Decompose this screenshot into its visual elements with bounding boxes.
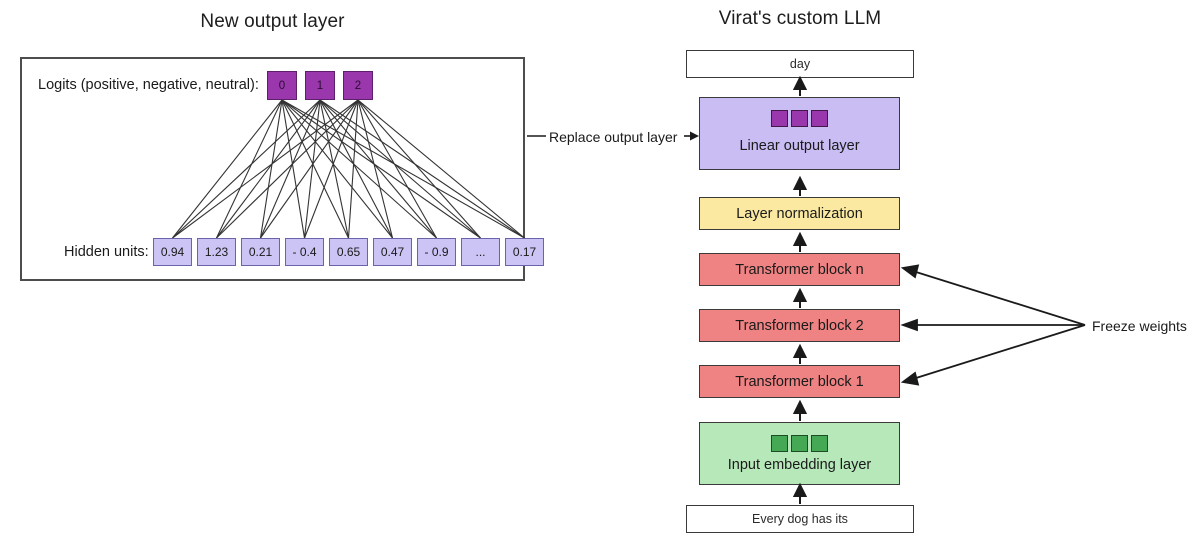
layer-normalization-block[interactable]: Layer normalization: [699, 197, 900, 230]
input-text-box: Every dog has its: [686, 505, 914, 533]
hidden-unit-box[interactable]: - 0.4: [285, 238, 324, 266]
hidden-unit-box[interactable]: 0.94: [153, 238, 192, 266]
transformer-block-n[interactable]: Transformer block n: [699, 253, 900, 286]
left-panel-title: New output layer: [200, 11, 345, 32]
output-chip-icon: [791, 110, 808, 127]
output-chip-icon: [811, 110, 828, 127]
logits-label: Logits (positive, negative, neutral):: [38, 77, 259, 93]
transformer-block-1[interactable]: Transformer block 1: [699, 365, 900, 398]
logit-box[interactable]: 1: [305, 71, 335, 100]
right-panel-title: Virat's custom LLM: [718, 8, 882, 29]
hidden-unit-box[interactable]: 0.21: [241, 238, 280, 266]
linear-output-layer-block[interactable]: Linear output layer: [699, 97, 900, 170]
output-token-box: day: [686, 50, 914, 78]
hidden-unit-box[interactable]: - 0.9: [417, 238, 456, 266]
replace-output-layer-label: Replace output layer: [549, 129, 678, 145]
hidden-unit-box[interactable]: 0.65: [329, 238, 368, 266]
hidden-unit-box[interactable]: 0.47: [373, 238, 412, 266]
hidden-unit-box[interactable]: 1.23: [197, 238, 236, 266]
linear-output-chip-row: [700, 110, 899, 127]
embedding-chip-icon: [811, 435, 828, 452]
hidden-unit-box[interactable]: ...: [461, 238, 500, 266]
hidden-unit-box[interactable]: 0.17: [505, 238, 544, 266]
logit-box[interactable]: 2: [343, 71, 373, 100]
logit-box[interactable]: 0: [267, 71, 297, 100]
freeze-weights-label: Freeze weights: [1092, 318, 1187, 334]
embedding-chip-row: [700, 435, 899, 452]
output-chip-icon: [771, 110, 788, 127]
embedding-chip-icon: [791, 435, 808, 452]
input-embedding-layer-block[interactable]: Input embedding layer: [699, 422, 900, 485]
embedding-chip-icon: [771, 435, 788, 452]
transformer-block-2[interactable]: Transformer block 2: [699, 309, 900, 342]
input-embedding-layer-label: Input embedding layer: [727, 457, 872, 473]
hidden-units-label: Hidden units:: [64, 244, 149, 260]
linear-output-layer-label: Linear output layer: [739, 138, 860, 154]
